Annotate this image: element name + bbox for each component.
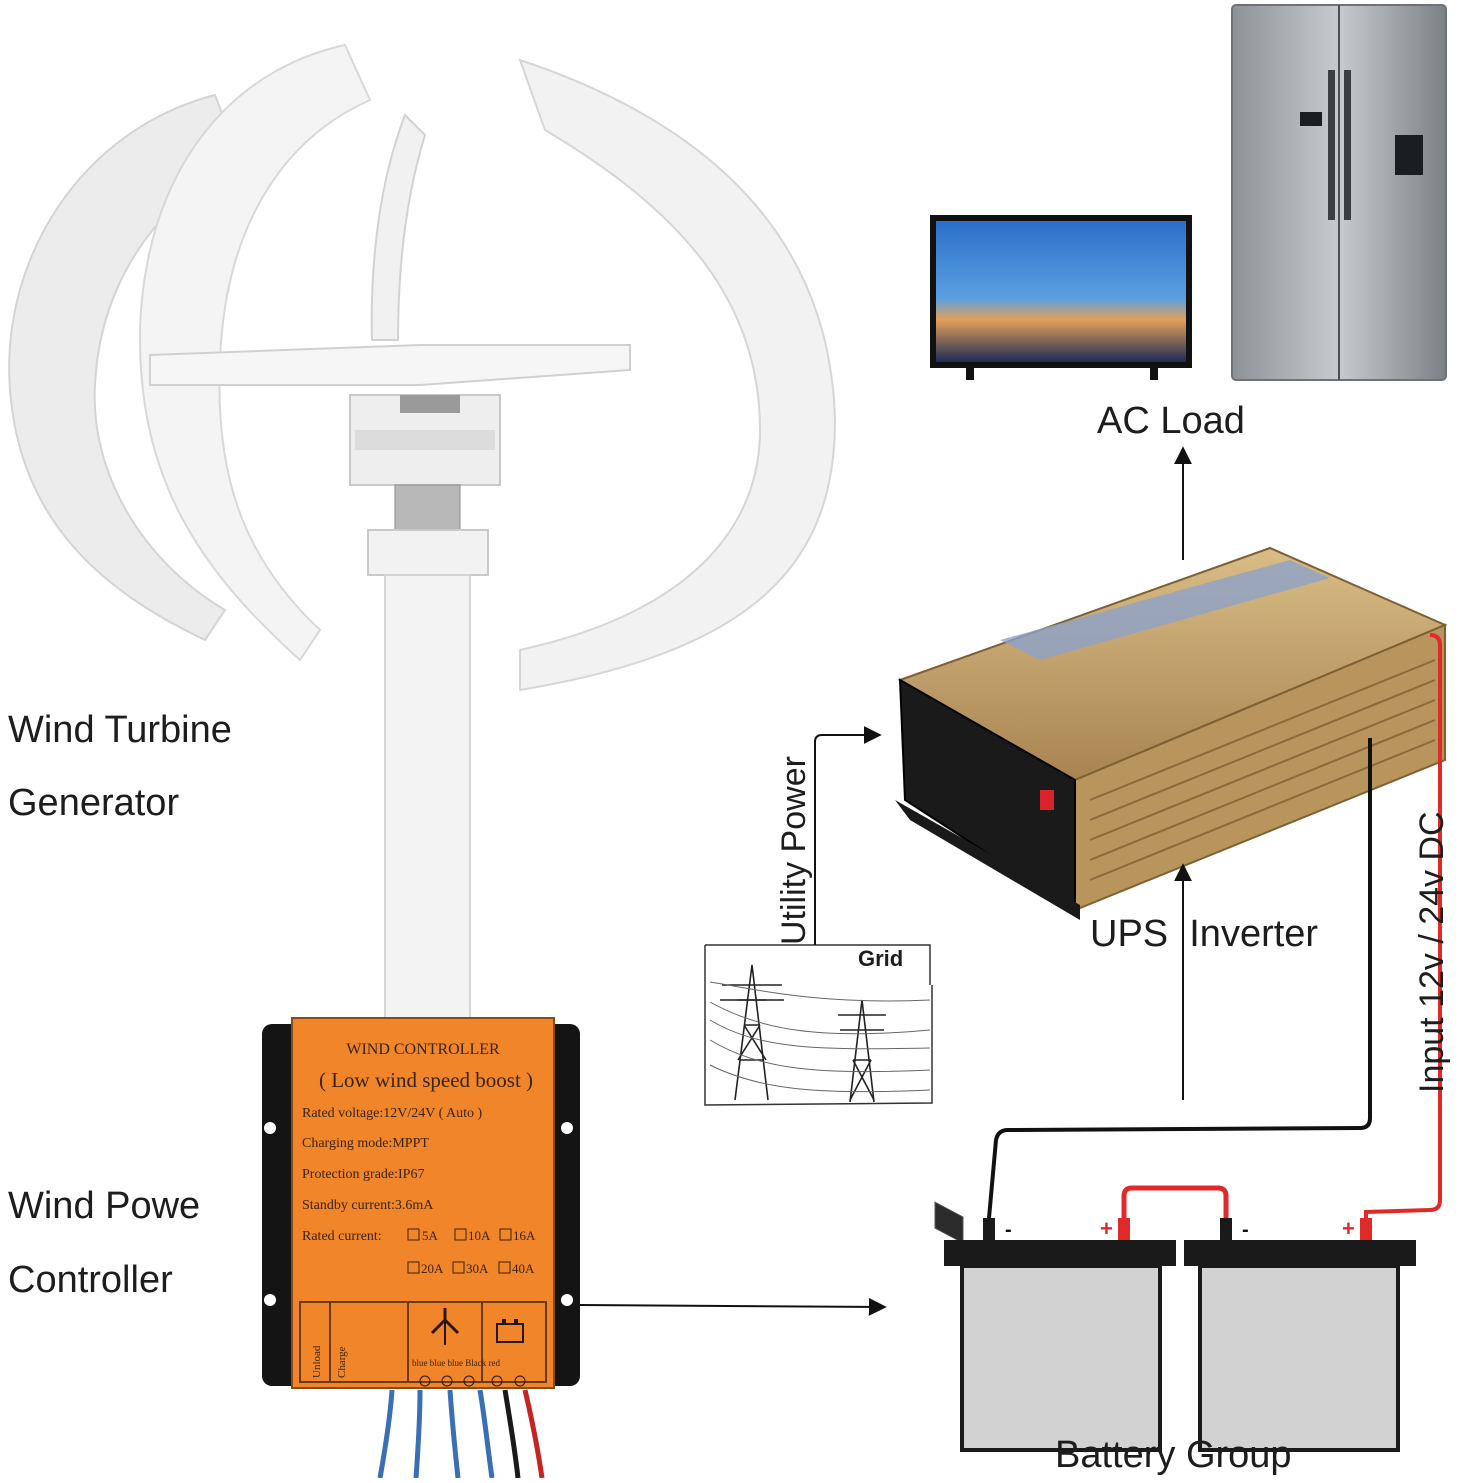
controller-terminal-labels: blue blue blue Black red xyxy=(412,1358,500,1368)
current-option: 20A xyxy=(421,1261,444,1276)
wind-turbine-icon xyxy=(8,43,837,1021)
controller-subtitle: ( Low wind speed boost ) xyxy=(319,1068,533,1092)
refrigerator-icon xyxy=(1231,4,1447,381)
battery-mark: - xyxy=(1242,1219,1249,1241)
tv-icon xyxy=(930,215,1192,380)
controller-unload-label: Unload xyxy=(311,1345,323,1378)
controller-charging-mode: Charging mode:MPPT xyxy=(302,1136,429,1151)
turbine-label-line2: Generator xyxy=(8,782,179,824)
wind-controller-box: WIND CONTROLLER ( Low wind speed boost )… xyxy=(262,1017,580,1479)
turbine-label-line1: Wind Turbine xyxy=(8,709,232,751)
terminal-screws xyxy=(419,1375,526,1387)
current-option: 5A xyxy=(422,1228,439,1243)
battery-icon: - + - + xyxy=(944,1216,1416,1452)
ac-load-label: AC Load xyxy=(1097,400,1245,442)
controller-wires xyxy=(377,1389,545,1479)
controller-protection: Protection grade:IP67 xyxy=(302,1167,424,1182)
current-options-row-2: 20A 30A 40A xyxy=(407,1261,535,1276)
controller-rated-voltage: Rated voltage:12V/24V ( Auto ) xyxy=(302,1106,482,1121)
battery-mark: - xyxy=(1005,1219,1012,1241)
current-option: 40A xyxy=(512,1261,535,1276)
power-tower-icon xyxy=(704,944,933,1106)
controller-label-line1: Wind Powe xyxy=(8,1185,200,1227)
battery-glyph-icon xyxy=(496,1319,524,1343)
battery-group-label: Battery Group xyxy=(1055,1434,1292,1476)
current-option: 30A xyxy=(466,1261,489,1276)
current-option: 16A xyxy=(513,1228,536,1243)
controller-title: WIND CONTROLLER xyxy=(346,1041,500,1058)
grid-label: Grid xyxy=(858,946,903,971)
current-options-row-1: 5A 10A 16A xyxy=(407,1228,536,1243)
controller-standby: Standby current:3.6mA xyxy=(302,1198,434,1213)
controller-charge-label: Charge xyxy=(336,1346,348,1378)
connection-lines xyxy=(579,446,1442,1316)
utility-power-label: Utility Power xyxy=(775,756,813,945)
ups-inverter-label: UPS Inverter xyxy=(1090,913,1318,955)
battery-mark: + xyxy=(1342,1216,1355,1241)
turbine-glyph-icon xyxy=(430,1308,460,1345)
input-dc-label: Input 12v / 24v DC xyxy=(1413,811,1451,1093)
controller-label-line2: Controller xyxy=(8,1259,173,1301)
ups-inverter-device xyxy=(895,546,1448,1244)
current-option: 10A xyxy=(468,1228,491,1243)
battery-mark: + xyxy=(1100,1216,1113,1241)
controller-rated-current: Rated current: xyxy=(302,1229,382,1244)
